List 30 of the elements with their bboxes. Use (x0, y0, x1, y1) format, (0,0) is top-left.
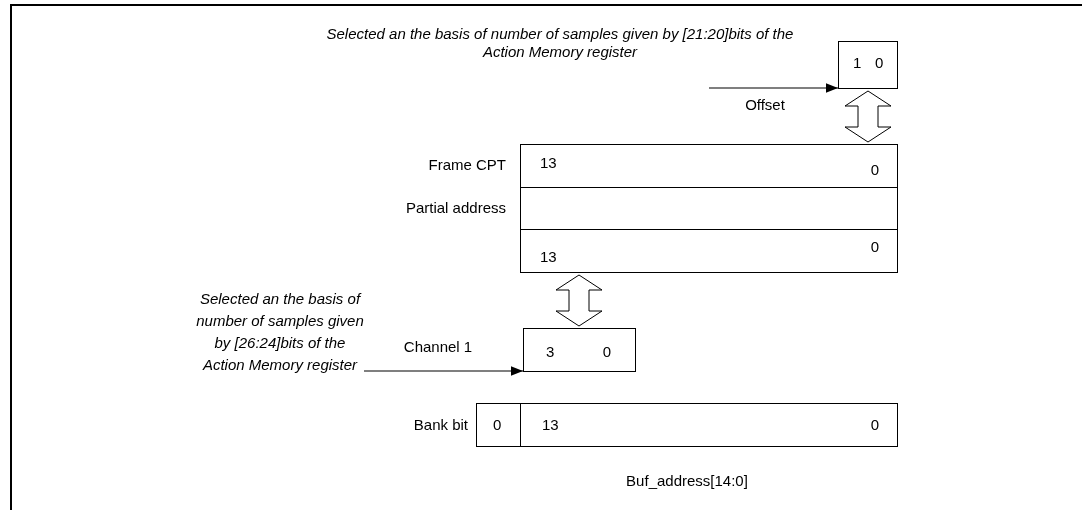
arrow (363, 366, 524, 376)
bit-field (476, 403, 521, 447)
register-name: Partial address (405, 199, 506, 217)
bit-number: 0 (493, 416, 502, 434)
register-name: Frame CPT (428, 156, 506, 174)
arrow (708, 83, 839, 93)
register-name: Buf_address[14:0] (626, 472, 748, 490)
edge-label: Offset (745, 96, 785, 114)
bit-number: 1 (853, 54, 862, 72)
register-field (520, 229, 898, 273)
note-text: Selected an the basis of number of samples given by [26:24]bits of the Action Memory register (196, 289, 364, 375)
register-field (520, 144, 898, 188)
register-field (838, 41, 898, 89)
register-field (523, 328, 636, 372)
double-block-arrow (844, 90, 892, 143)
register-field (520, 403, 898, 447)
bit-number: 0 (875, 54, 884, 72)
bit-number: 0 (870, 238, 879, 256)
empty-register-field (520, 187, 898, 230)
bit-number: 3 (546, 343, 555, 361)
register-name: Bank bit (413, 416, 468, 434)
double-block-arrow (555, 274, 603, 327)
bit-number: 0 (602, 343, 611, 361)
bit-number: 13 (542, 416, 559, 434)
note-text: Selected an the basis of number of samples given by [21:20]bits of the Action Memory register (325, 25, 795, 61)
edge-label: Channel 1 (403, 338, 473, 356)
bit-number: 0 (870, 416, 879, 434)
bit-number: 13 (540, 248, 557, 266)
bit-number: 0 (870, 161, 879, 179)
bit-number: 13 (540, 154, 557, 172)
